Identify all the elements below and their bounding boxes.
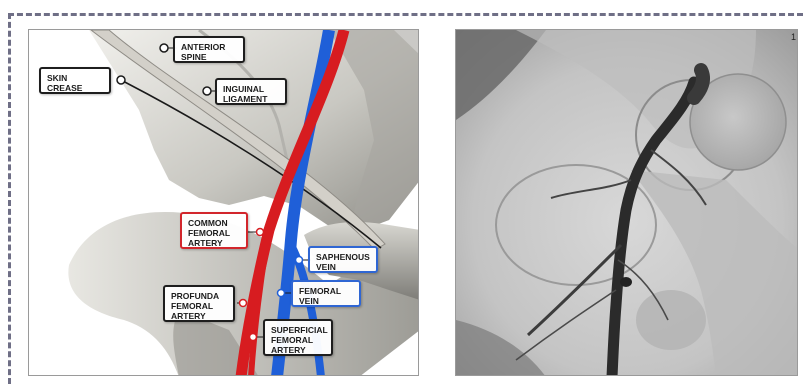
circle-marker-icon	[250, 334, 257, 341]
circle-marker-icon	[257, 229, 264, 236]
anterior-spine-label: ANTERIOR SPINE	[173, 36, 245, 63]
superficial-femoral-artery-label: SUPERFICIAL FEMORAL ARTERY	[263, 319, 333, 356]
profunda-femoral-artery-label: PROFUNDA FEMORAL ARTERY	[163, 285, 235, 322]
circle-marker-icon	[160, 44, 168, 52]
angiogram-xray-panel: 1	[455, 29, 798, 376]
catheter-sheath	[694, 70, 703, 98]
circle-marker-icon	[296, 257, 303, 264]
common-femoral-artery-label: COMMON FEMORAL ARTERY	[180, 212, 248, 249]
saphenous-vein-label: SAPHENOUS VEIN	[308, 246, 378, 273]
skin-crease-label: SKIN CREASE	[39, 67, 111, 94]
dashed-frame-top	[8, 13, 803, 16]
circle-marker-icon	[117, 76, 125, 84]
contrast-blush	[620, 277, 632, 287]
circle-marker-icon	[240, 300, 247, 307]
circle-marker-icon	[278, 290, 285, 297]
angiogram-xray-image	[456, 30, 798, 376]
inguinal-ligament-label: INGUINAL LIGAMENT	[215, 78, 287, 105]
lesser-trochanter	[636, 290, 706, 350]
dashed-frame-left	[8, 13, 11, 384]
circle-marker-icon	[203, 87, 211, 95]
femoral-vein-label: FEMORAL VEIN	[291, 280, 361, 307]
xray-corner-number: 1	[791, 32, 796, 42]
anatomy-illustration-panel: ANTERIOR SPINE SKIN CREASE INGUINAL LIGA…	[28, 29, 419, 376]
